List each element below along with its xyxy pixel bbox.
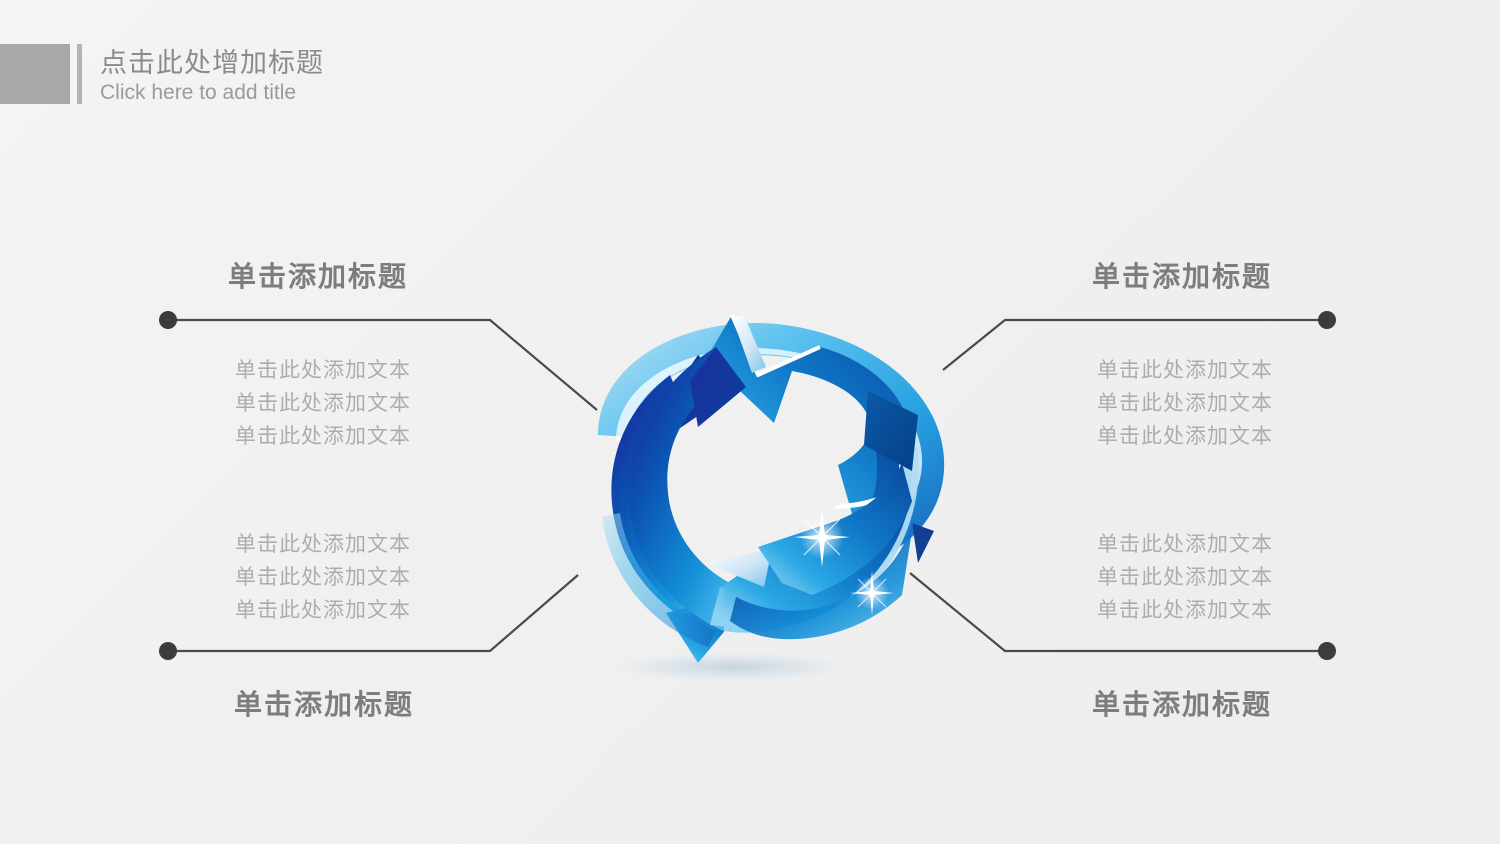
- page-title[interactable]: 点击此处增加标题: [100, 48, 324, 78]
- connector-dot-bottom-right: [1318, 642, 1336, 660]
- quadrant-body-bottom-right[interactable]: 单击此处添加文本 单击此处添加文本 单击此处添加文本: [1097, 528, 1273, 627]
- body-line: 单击此处添加文本: [235, 392, 411, 415]
- header-text-group: 点击此处增加标题 Click here to add title: [100, 44, 324, 106]
- body-line: 单击此处添加文本: [235, 359, 411, 382]
- body-line: 单击此处添加文本: [235, 425, 411, 448]
- body-line: 单击此处添加文本: [235, 566, 411, 589]
- body-line: 单击此处添加文本: [235, 533, 411, 556]
- connector-dot-top-left: [159, 311, 177, 329]
- arrow-left-foreground: [628, 347, 738, 631]
- cycle-arrows-icon: [520, 295, 1000, 695]
- quadrant-title-top-left[interactable]: 单击添加标题: [228, 261, 409, 292]
- header-accent-block: [0, 44, 70, 104]
- arrow-right-navy-tip: [912, 523, 934, 563]
- quadrant-body-bottom-left[interactable]: 单击此处添加文本 单击此处添加文本 单击此处添加文本: [235, 528, 411, 627]
- quadrant-title-bottom-right[interactable]: 单击添加标题: [1091, 689, 1272, 720]
- arrow-top-shaft-facet: [732, 315, 766, 373]
- header-divider-bar: [77, 44, 82, 104]
- arrow-bottom-body: [724, 501, 910, 633]
- connector-dot-top-right: [1318, 311, 1336, 329]
- body-line: 单击此处添加文本: [235, 599, 411, 622]
- quadrant-title-bottom-left[interactable]: 单击添加标题: [234, 689, 415, 720]
- body-line: 单击此处添加文本: [1097, 533, 1273, 556]
- body-line: 单击此处添加文本: [1097, 566, 1273, 589]
- sparkle-rays-1: [803, 518, 841, 556]
- sparkle-rays-2: [857, 578, 887, 608]
- slide-header: 点击此处增加标题 Click here to add title: [0, 44, 324, 106]
- quadrant-body-top-left[interactable]: 单击此处添加文本 单击此处添加文本 单击此处添加文本: [235, 354, 411, 453]
- center-notch-gap: [730, 473, 842, 545]
- body-line: 单击此处添加文本: [1097, 599, 1273, 622]
- ring-front-left-band: [602, 513, 716, 647]
- page-subtitle[interactable]: Click here to add title: [100, 81, 297, 104]
- sparkle-star-1: [794, 509, 850, 567]
- quadrant-title-top-right[interactable]: 单击添加标题: [1091, 261, 1272, 292]
- arrow-right-dark-facet: [864, 391, 918, 471]
- quadrant-body-top-right[interactable]: 单击此处添加文本 单击此处添加文本 单击此处添加文本: [1097, 354, 1273, 453]
- graphic-ground-shadow: [598, 650, 868, 684]
- sparkle-group: [794, 509, 894, 615]
- arrow-bottom-head-facet: [706, 549, 772, 587]
- body-line: 单击此处添加文本: [1097, 359, 1273, 382]
- body-line: 单击此处添加文本: [1097, 425, 1273, 448]
- body-line: 单击此处添加文本: [1097, 392, 1273, 415]
- connector-dot-bottom-left: [159, 642, 177, 660]
- arrow-left-chevron: [690, 347, 746, 427]
- arrow-top-body: [706, 315, 912, 521]
